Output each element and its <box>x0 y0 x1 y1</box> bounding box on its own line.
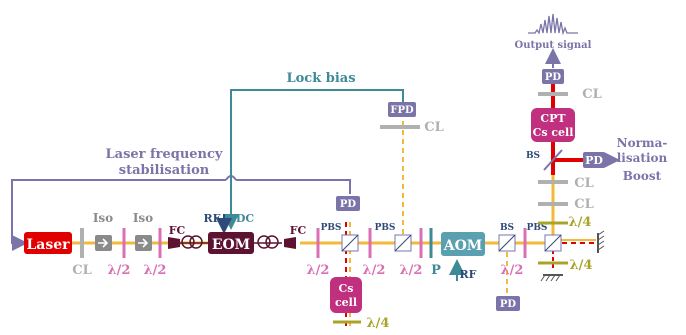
pd-bottom-box <box>496 296 520 311</box>
cl-r1-label: CL <box>582 87 602 102</box>
cl-r3-label: CL <box>574 197 594 212</box>
pd-norm-label: PD <box>585 154 603 167</box>
cl-r2-label: CL <box>574 176 594 191</box>
pbs2-label: PBS <box>375 223 396 233</box>
eom-label: EOM <box>212 237 250 253</box>
bs1-label: BS <box>500 223 514 233</box>
fpd-box <box>388 102 416 117</box>
cpt-label-2: Cs cell <box>533 126 574 139</box>
cs-cell-label-1: Cs <box>339 282 354 295</box>
dc-label: DC <box>236 212 255 225</box>
bs2-label: BS <box>526 151 540 161</box>
pd-out-label: PD <box>545 72 562 83</box>
lambda4-r2-label: λ/4 <box>570 258 593 273</box>
fc2-connector <box>284 237 296 249</box>
pd-norm-box <box>583 152 605 168</box>
lambda4-bottom-label: λ/4 <box>367 316 390 331</box>
output-signal-waveform <box>528 13 578 36</box>
fc1-label: FC <box>169 224 186 237</box>
hw3-label: λ/2 <box>307 263 330 278</box>
pd-top-label: PD <box>340 199 357 210</box>
fc2-label: FC <box>290 224 307 237</box>
iso2-arrow-icon <box>138 238 149 248</box>
laser-freq-label-2: stabilisation <box>119 163 210 178</box>
pbs3-label: PBS <box>527 223 548 233</box>
hw4-label: λ/2 <box>363 263 386 278</box>
pd-bottom-label: PD <box>500 299 517 310</box>
pbs3-diag <box>544 234 562 252</box>
rf-eom-label: RF <box>204 212 221 225</box>
fiber-coil-1 <box>180 235 208 249</box>
bs2-plate <box>543 149 563 171</box>
aom-label: AOM <box>443 238 483 254</box>
output-signal-label: Output signal <box>515 40 592 51</box>
pd-out-box <box>542 69 564 84</box>
laser-label: Laser <box>26 237 70 253</box>
cl-laser-label: CL <box>72 263 92 278</box>
laser-box <box>24 232 72 254</box>
lock-bias-loop <box>223 89 404 230</box>
iso1-label: Iso <box>93 211 113 225</box>
fpd-label: FPD <box>390 105 414 116</box>
cs-cell-label-2: cell <box>335 296 357 309</box>
hw2-label: λ/2 <box>144 263 167 278</box>
lock-bias-label: Lock bias <box>286 71 355 86</box>
p-label: P <box>431 263 441 278</box>
cpt-cell <box>531 108 575 142</box>
hw6-label: λ/2 <box>501 263 524 278</box>
rf-aom-label: RF <box>460 268 477 281</box>
norm-label-3: Boost <box>623 169 662 183</box>
cl-fpd-label: CL <box>424 120 444 135</box>
lambda4-r1-label: λ/4 <box>569 215 592 230</box>
iso2-label: Iso <box>133 211 153 225</box>
pbs1-label: PBS <box>321 223 342 233</box>
fc1-connector <box>168 237 180 249</box>
cpt-label-1: CPT <box>540 112 566 125</box>
laser-freq-loop <box>12 179 351 243</box>
laser-freq-label-1: Laser frequency <box>106 147 223 162</box>
eom-box <box>208 232 254 254</box>
pbs2-diag <box>394 234 412 252</box>
fiber-coil-2 <box>254 235 282 249</box>
norm-label-2: lisation <box>617 151 668 165</box>
aom-box <box>441 232 485 256</box>
bottom-mirror-hatch <box>540 274 561 282</box>
pd-top-box <box>336 196 360 211</box>
right-mirror-hatch <box>597 230 605 251</box>
hw1-label: λ/2 <box>108 263 131 278</box>
hw5-label: λ/2 <box>400 263 423 278</box>
norm-label-1: Norma- <box>617 136 668 150</box>
pbs1-diag <box>341 234 359 252</box>
cs-cell-box <box>330 277 362 313</box>
bs1-diag <box>498 234 516 252</box>
iso1-arrow-icon <box>98 238 109 248</box>
